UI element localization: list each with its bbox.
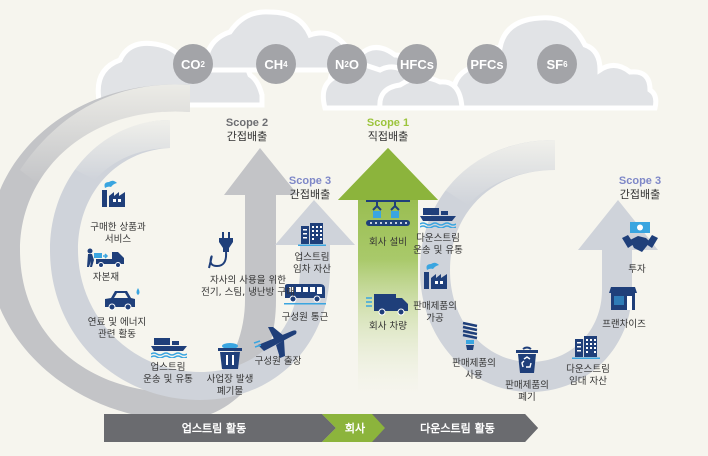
label-waste: 사업장 발생 폐기물 bbox=[206, 374, 254, 397]
factory-equipment-icon bbox=[366, 200, 410, 226]
factory-icon bbox=[102, 180, 125, 207]
cargo-ship-icon bbox=[420, 208, 456, 228]
label-upstream-leased-assets: 업스트림 임차 자산 bbox=[293, 252, 331, 275]
label-use-sold-products: 판매제품의 사용 bbox=[452, 358, 496, 381]
scope1-label: Scope 1 직접배출 bbox=[366, 117, 410, 143]
company-truck-icon bbox=[366, 294, 408, 316]
label-processing-sold-products: 판매제품의 가공 bbox=[413, 301, 457, 324]
scope2-arrow bbox=[0, 84, 298, 420]
scope3-downstream-arc bbox=[420, 140, 658, 392]
label-investments: 투자 bbox=[628, 264, 646, 275]
upstream-activities-segment: 업스트림 활동 bbox=[181, 422, 247, 435]
recycle-bin-icon bbox=[516, 346, 538, 373]
label-company-facilities: 회사 설비 bbox=[369, 237, 407, 248]
label-downstream-leased-assets: 다운스트림 임대 자산 bbox=[566, 364, 610, 387]
gas-pfcs: PFCs bbox=[467, 44, 507, 84]
label-capital-goods: 자본재 bbox=[92, 272, 120, 283]
label-business-travel: 구성원 출장 bbox=[254, 356, 302, 367]
label-employee-commuting: 구성원 통근 bbox=[281, 312, 329, 323]
storefront-icon bbox=[609, 287, 637, 310]
downstream-activities-segment: 다운스트림 활동 bbox=[420, 422, 495, 435]
label-end-of-life: 판매제품의 폐기 bbox=[505, 380, 549, 403]
scope1-arrow bbox=[338, 148, 438, 395]
car-fuel-icon bbox=[105, 288, 140, 311]
trash-bin-icon bbox=[218, 343, 242, 369]
label-fuel-energy: 연료 및 에너지 관련 활동 bbox=[87, 317, 147, 340]
label-franchises: 프랜차이즈 bbox=[602, 319, 646, 330]
capital-goods-truck-icon bbox=[87, 248, 124, 268]
building-icon bbox=[572, 336, 600, 359]
scope3-upstream-label: Scope 3 간접배출 bbox=[288, 175, 332, 201]
scope3-upstream-arc bbox=[50, 120, 355, 400]
light-bulb-icon bbox=[462, 321, 478, 350]
label-purchased-electricity: 자사의 사용을 위한 전기, 스팀, 냉난방 구매 bbox=[201, 275, 295, 298]
building-icon bbox=[298, 223, 326, 246]
label-company-vehicles: 회사 차량 bbox=[369, 321, 407, 332]
label-purchased-goods: 구매한 상품과 서비스 bbox=[90, 222, 146, 245]
scope2-label: Scope 2 간접배출 bbox=[225, 117, 269, 143]
handshake-money-icon bbox=[622, 222, 658, 252]
bus-icon bbox=[284, 284, 326, 305]
airplane-icon bbox=[253, 327, 297, 358]
gas-hfcs: HFCs bbox=[397, 44, 437, 84]
company-segment: 회사 bbox=[344, 422, 366, 435]
scope3-downstream-label: Scope 3 간접배출 bbox=[618, 175, 662, 201]
label-downstream-transport: 다운스트림 운송 및 유통 bbox=[413, 233, 463, 256]
power-plug-icon bbox=[208, 232, 233, 269]
cargo-ship-icon bbox=[151, 338, 187, 358]
label-upstream-transport: 업스트림 운송 및 유통 bbox=[143, 362, 193, 385]
factory-icon bbox=[424, 262, 447, 289]
